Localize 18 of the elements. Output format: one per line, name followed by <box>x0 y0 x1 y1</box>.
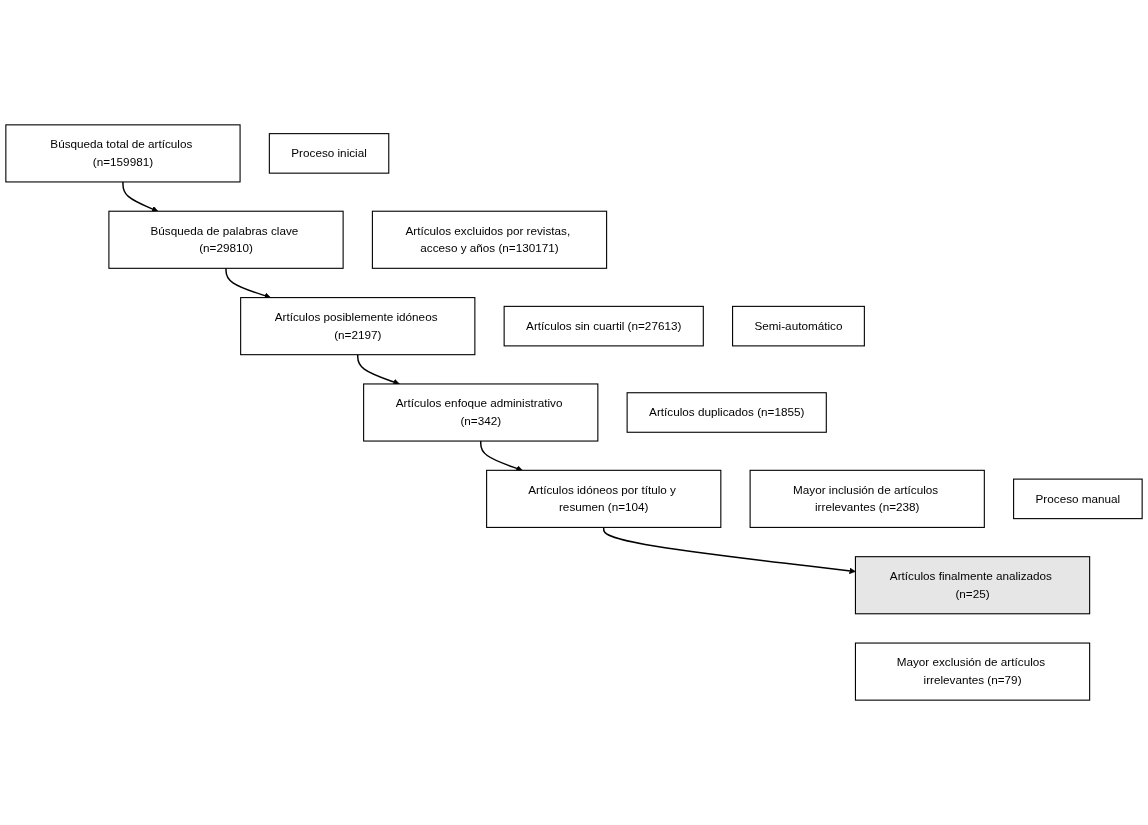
node-box: Artículos duplicados (n=1855) <box>626 392 827 433</box>
node-box: Artículos excluidos por revistas, acceso y años (n=130171) <box>371 210 608 269</box>
arrow <box>603 526 856 575</box>
node-box: Proceso manual <box>1013 478 1143 520</box>
arrow <box>225 267 271 299</box>
node-box: Artículos sin cuartil (n=27613) <box>503 305 704 347</box>
node-box: Artículos enfoque administrativo (n=342) <box>363 383 599 442</box>
node-box: Búsqueda total de artículos (n=159981) <box>5 124 241 183</box>
node-box: Semi-automático <box>732 305 865 347</box>
node-box: Artículos posiblemente idóneos (n=2197) <box>240 297 476 356</box>
node-box: Artículos idóneos por título y resumen (n=104) <box>486 469 722 528</box>
node-box: Proceso inicial <box>268 133 390 174</box>
arrow <box>480 440 523 472</box>
arrow <box>122 181 159 212</box>
node-box: Artículos finalmente analizados (n=25) <box>854 556 1091 615</box>
node-box: Mayor inclusión de artículos irrelevantes (n=238) <box>749 469 985 528</box>
node-box: Mayor exclusión de artículos irrelevantes (n=79) <box>854 642 1091 701</box>
node-box: Búsqueda de palabras clave (n=29810) <box>108 210 344 269</box>
